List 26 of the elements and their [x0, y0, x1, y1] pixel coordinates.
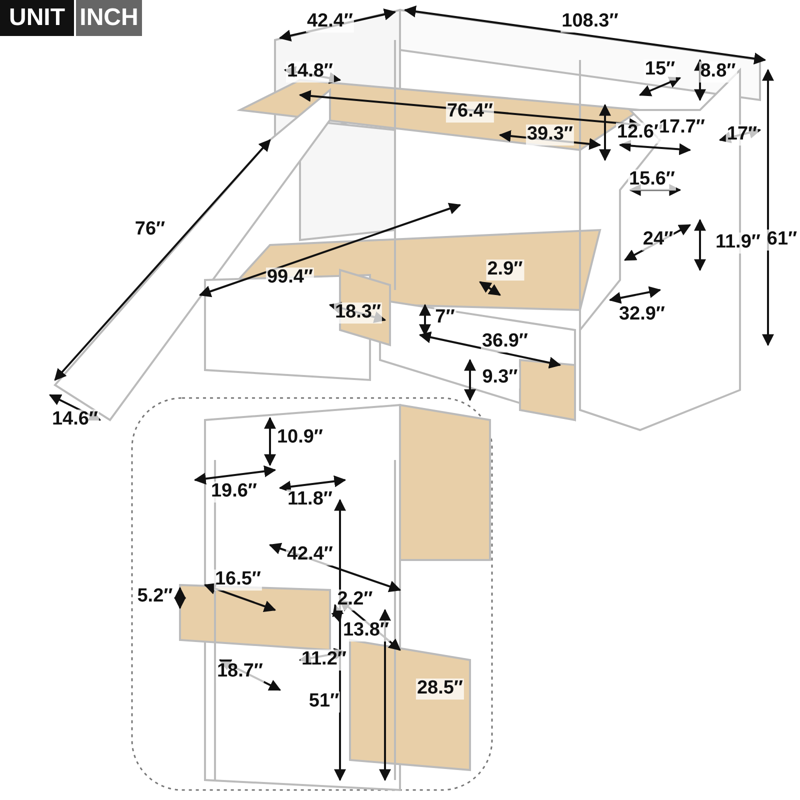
dimension-label: 42.4″: [286, 544, 334, 566]
dimension-label: 13.8″: [342, 620, 390, 642]
dimension-label: 108.3″: [560, 12, 620, 32]
dimension-label: 15.6″: [628, 170, 676, 190]
dimension-label: 14.8″: [286, 62, 334, 82]
dimension-label: 11.9″: [714, 232, 762, 254]
unit-label: UNIT: [0, 0, 74, 36]
dimension-label: 28.5″: [416, 678, 464, 700]
dimension-label: 17″: [726, 124, 758, 146]
dimension-label: 39.3″: [526, 124, 574, 146]
dimension-label: 76.4″: [446, 102, 494, 122]
dimension-label: 18.3″: [334, 302, 382, 324]
dimension-label: 61″: [766, 230, 798, 250]
dimension-label: 15″: [644, 60, 676, 80]
dimension-label: 2.9″: [486, 260, 524, 280]
dimension-label: 2.2″: [336, 590, 374, 610]
dimension-label: 8.8″: [699, 62, 737, 82]
dimension-label: 24″: [642, 230, 674, 250]
dimension-label: 19.6″: [210, 482, 258, 502]
dimension-label: 18.7″: [216, 662, 264, 682]
dimension-label: 42.4″: [306, 12, 354, 32]
dimension-label: 16.5″: [214, 570, 262, 590]
unit-label: INCH: [76, 0, 142, 36]
dimension-label: 51″: [308, 692, 340, 712]
dimension-label: 11.2″: [300, 650, 348, 670]
dimension-label: 36.9″: [480, 332, 530, 352]
